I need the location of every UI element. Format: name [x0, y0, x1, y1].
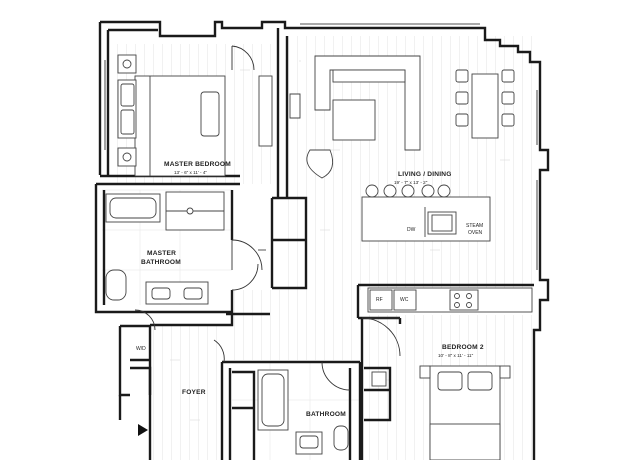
steam-oven-label-2: OVEN	[468, 230, 483, 236]
dw-label: DW	[407, 227, 416, 233]
steam-oven-label-1: STEAM	[466, 223, 483, 229]
master-bed	[117, 54, 273, 177]
windows	[104, 23, 538, 270]
bedroom2-dims: 10' - 8" x 11' - 11"	[438, 353, 474, 358]
labels: MASTER BEDROOM 13' - 6" x 11' - 4" LIVIN…	[136, 161, 484, 418]
rf-label: RF	[376, 297, 383, 303]
master-bedroom-label: MASTER BEDROOM	[164, 161, 231, 168]
master-bathroom-label-2: BATHROOM	[141, 259, 181, 266]
foyer-label: FOYER	[182, 389, 206, 396]
bathroom-fixtures	[257, 369, 387, 455]
living-dining-dims: 19' - 7" x 13' - 2"	[394, 180, 428, 185]
entry-arrow-icon	[138, 424, 148, 436]
master-bedroom-dims: 13' - 6" x 11' - 4"	[174, 170, 207, 175]
bathroom-label: BATHROOM	[306, 411, 346, 418]
master-bathroom-label-1: MASTER	[147, 250, 176, 257]
walls	[94, 20, 550, 460]
wc-label: WC	[400, 297, 409, 303]
bedroom2-label: BEDROOM 2	[442, 344, 484, 351]
bedroom2-bed	[419, 365, 511, 460]
wd-label: W/D	[136, 346, 146, 352]
master-bath-fixtures	[105, 191, 266, 305]
living-dining-label: LIVING / DINING	[398, 171, 452, 178]
doors	[134, 45, 401, 391]
living-furniture	[289, 55, 533, 313]
